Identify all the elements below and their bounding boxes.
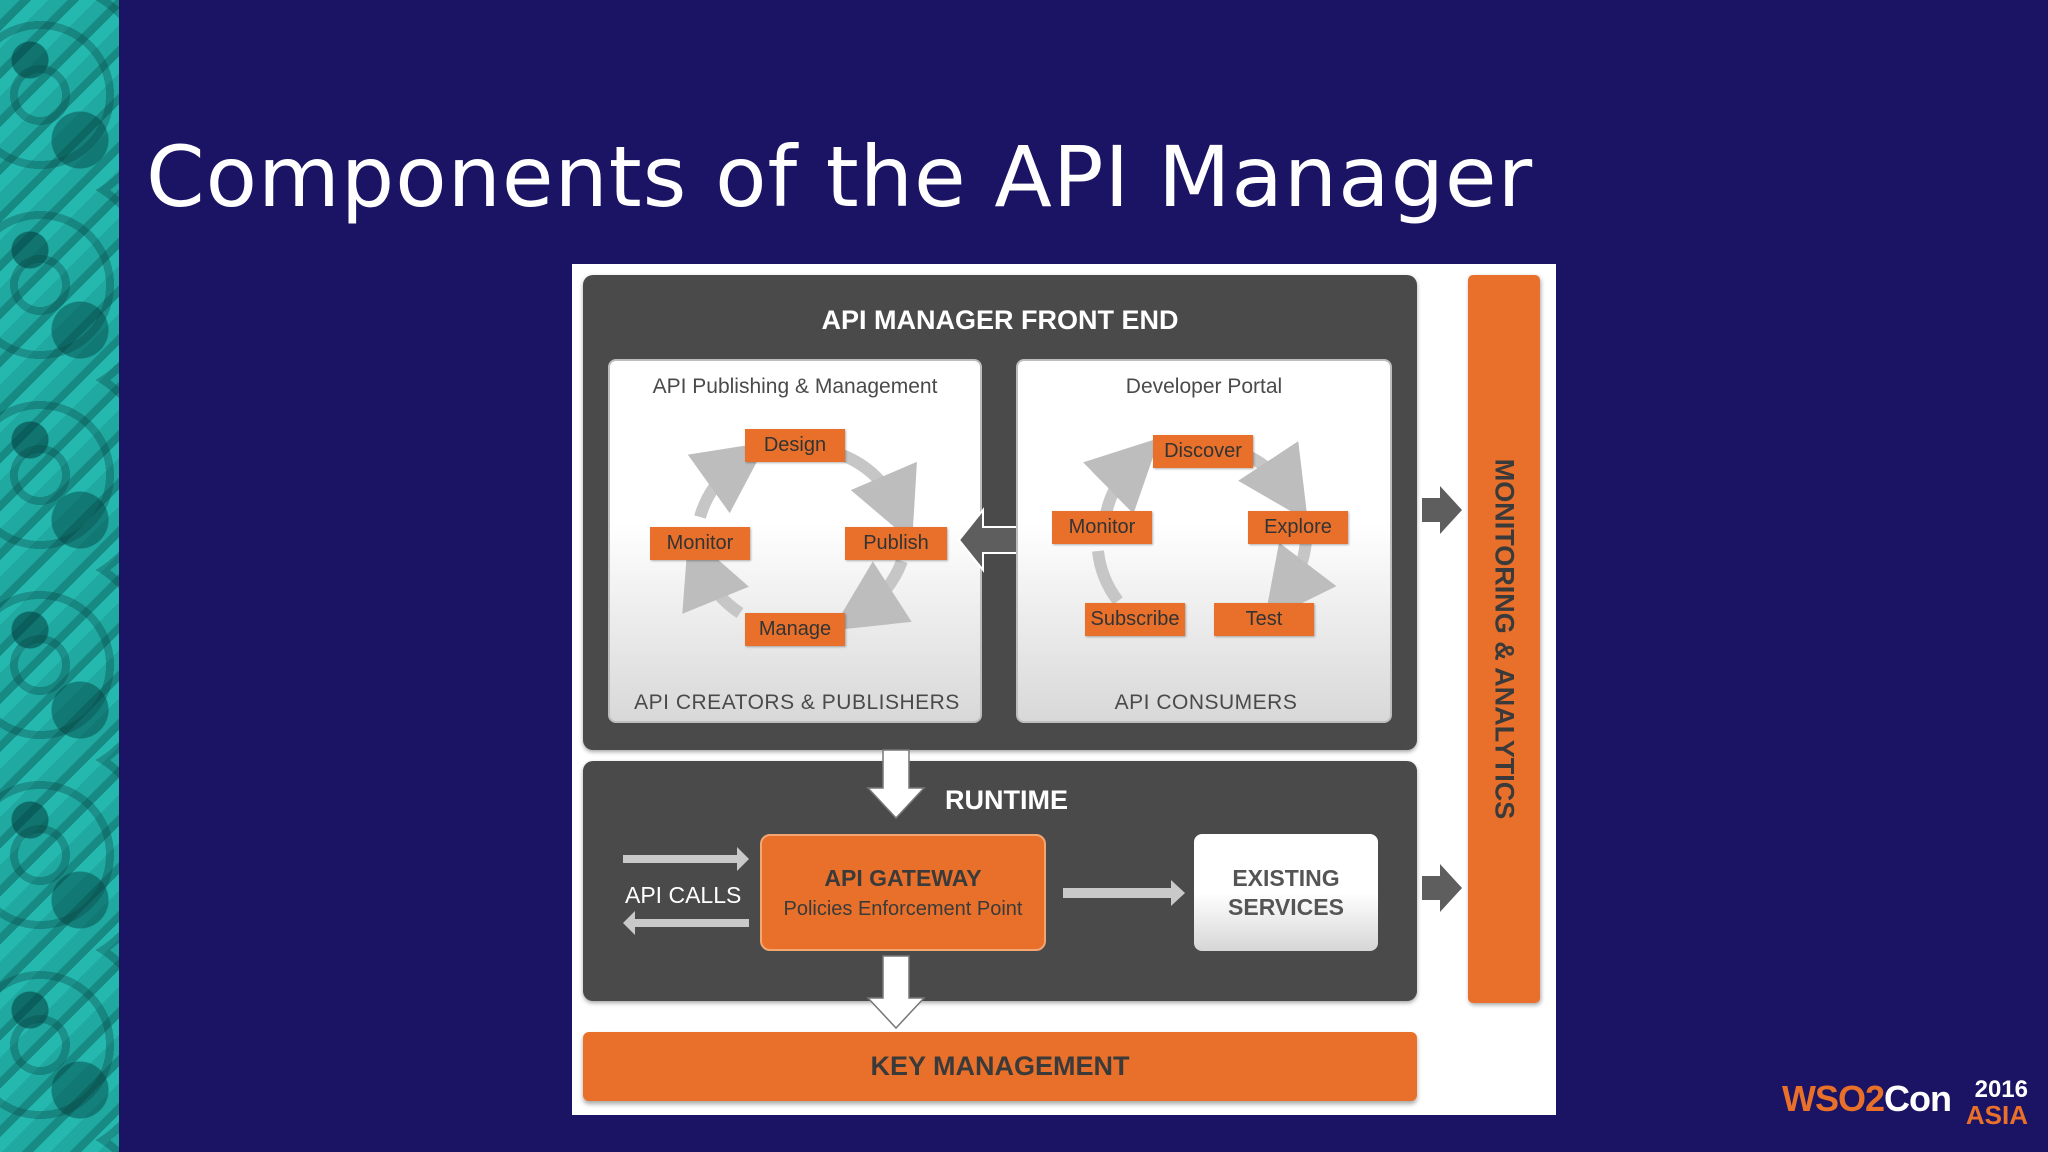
developer-portal-footer: API CONSUMERS — [1114, 691, 1298, 714]
monitoring-analytics-bar: MONITORING & ANALYTICS — [1468, 275, 1540, 1003]
gateway-to-services-arrow — [1063, 880, 1185, 906]
developer-portal-card: Developer Portal Discover Explore Test S… — [1016, 359, 1392, 723]
portal-step-explore: Explore — [1248, 511, 1348, 544]
existing-services-line2: SERVICES — [1228, 893, 1344, 920]
cycle-step-design: Design — [745, 429, 845, 462]
key-management-bar: KEY MANAGEMENT — [583, 1032, 1417, 1101]
existing-services-box: EXISTING SERVICES — [1194, 834, 1378, 951]
api-gateway-title: API GATEWAY — [824, 864, 982, 891]
slide-title: Components of the API Manager — [146, 128, 1534, 226]
logo-brand: WSO2Con — [1782, 1078, 1952, 1120]
down-arrow-icon — [866, 749, 926, 820]
right-arrow-icon — [1422, 486, 1462, 534]
api-calls-label: API CALLS — [625, 882, 742, 908]
publishing-card-title: API Publishing & Management — [652, 375, 938, 398]
down-arrow-icon-2 — [866, 955, 926, 1030]
decorative-side-strip — [0, 0, 119, 1152]
api-gateway-subtitle: Policies Enforcement Point — [783, 897, 1023, 920]
runtime-panel: RUNTIME API CALLS API GATEWAY Policies E… — [583, 761, 1417, 1001]
front-end-panel: API MANAGER FRONT END API Publishing & M… — [583, 275, 1417, 750]
logo-year: 2016 — [1974, 1076, 2028, 1103]
existing-services-line1: EXISTING — [1232, 864, 1340, 891]
monitoring-analytics-label: MONITORING & ANALYTICS — [1489, 458, 1520, 820]
api-manager-diagram: API MANAGER FRONT END API Publishing & M… — [572, 264, 1556, 1115]
api-calls-arrows — [623, 847, 749, 935]
logo-brand-prefix: WSO2 — [1782, 1078, 1885, 1119]
portal-step-test: Test — [1214, 603, 1314, 636]
publishing-cycle-arrows — [682, 442, 917, 631]
cycle-step-publish: Publish — [845, 527, 947, 560]
logo-brand-suffix: Con — [1884, 1078, 1952, 1119]
api-gateway-box: API GATEWAY Policies Enforcement Point — [760, 834, 1046, 951]
portal-step-discover: Discover — [1153, 435, 1253, 468]
right-arrow-icon-2 — [1422, 864, 1462, 912]
logo-region: ASIA — [1965, 1100, 2028, 1130]
wso2con-logo: WSO2Con 2016 ASIA — [1782, 1076, 2028, 1130]
developer-portal-title: Developer Portal — [1125, 375, 1283, 398]
publishing-card: API Publishing & Management Design Publi… — [608, 359, 982, 723]
portal-step-monitor: Monitor — [1052, 511, 1152, 544]
front-end-title: API MANAGER FRONT END — [821, 305, 1179, 335]
portal-step-subscribe: Subscribe — [1085, 603, 1185, 636]
cycle-step-monitor: Monitor — [650, 527, 750, 560]
publishing-card-footer: API CREATORS & PUBLISHERS — [634, 691, 960, 714]
cycle-step-manage: Manage — [745, 613, 845, 646]
runtime-title: RUNTIME — [945, 785, 1068, 815]
